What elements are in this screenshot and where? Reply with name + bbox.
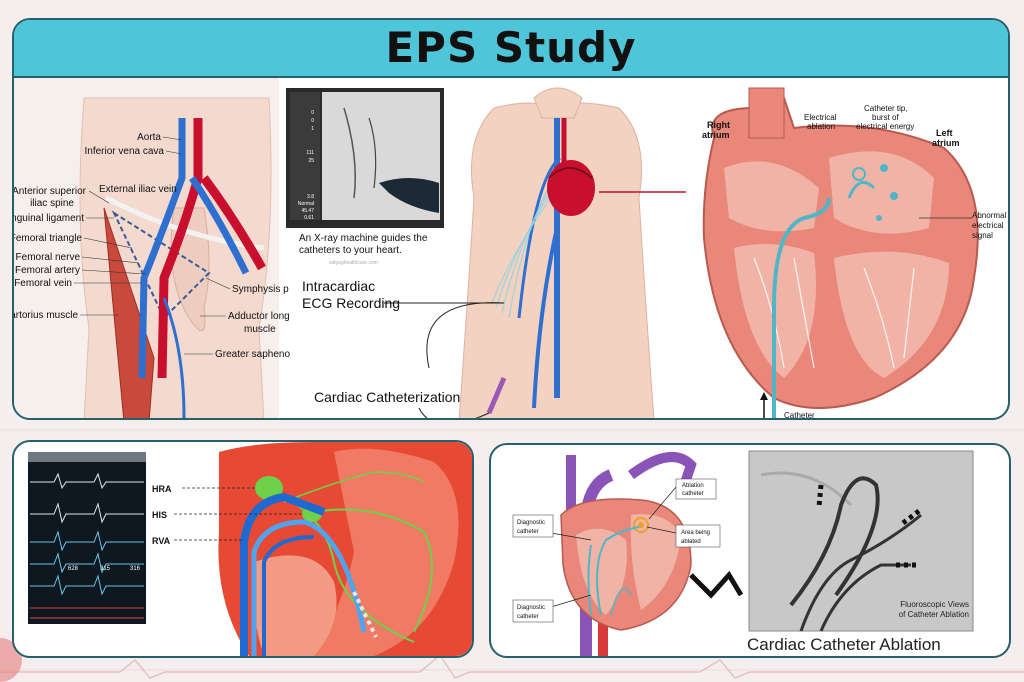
label-tip-1: Catheter tip, — [864, 104, 908, 113]
top-illustrations: Aorta Inferior vena cava External iliac … — [14, 78, 1006, 420]
label-abnormal-2: electrical — [972, 221, 1004, 230]
label-diagnostic-1a: Diagnostic — [517, 520, 545, 526]
svg-text:1: 1 — [311, 126, 314, 132]
svg-text:628: 628 — [68, 566, 79, 572]
label-area-ablated-1: Area being — [681, 530, 710, 536]
groin-label-adductor-1: Adductor long — [228, 311, 290, 322]
ecg-recording-label-1: Intracardiac — [302, 278, 375, 294]
groin-label-ext-iliac: External iliac vein — [99, 184, 177, 195]
groin-label-symphysis: Symphysis p — [232, 284, 289, 295]
groin-label-adductor-2: muscle — [244, 324, 276, 335]
svg-text:45.47: 45.47 — [301, 208, 314, 214]
conduction-heart — [218, 442, 472, 656]
ablation-heart — [560, 452, 697, 656]
svg-text:25: 25 — [308, 158, 314, 164]
ecg-recording-label-2: ECG Recording — [302, 295, 400, 311]
label-ablation-catheter-1: Ablation — [682, 483, 704, 489]
groin-label-sartorius: Sartorius muscle — [14, 310, 78, 321]
svg-text:316: 316 — [130, 566, 141, 572]
eps-illustration: 628 315 316 HRA HIS RVA — [28, 442, 472, 656]
groin-label-saphenous: Greater sapheno — [215, 349, 290, 360]
groin-label-inguinal: Inguinal ligament — [14, 213, 84, 224]
xray-caption-1: An X-ray machine guides the — [299, 233, 428, 244]
page-title: EPS Study — [385, 23, 637, 72]
heart-detail: Right atrium Electrical ablation Cathete… — [702, 87, 1006, 420]
label-diagnostic-2a: Diagnostic — [517, 605, 545, 611]
svg-text:0: 0 — [311, 118, 314, 124]
hand-silhouette — [379, 178, 439, 213]
groin-label-ant-sup-2: iliac spine — [30, 198, 74, 209]
zigzag-connector — [689, 570, 744, 599]
groin-label-fem-nerve: Femoral nerve — [16, 252, 81, 263]
label-abnormal-1: Abnormal — [972, 211, 1006, 220]
eps-panel: 628 315 316 HRA HIS RVA — [12, 440, 474, 658]
label-tip-2: burst of — [872, 113, 899, 122]
label-area-ablated-2: ablated — [681, 539, 701, 545]
label-abnormal-3: signal — [972, 231, 993, 240]
label-left-atrium-2: atrium — [932, 138, 960, 148]
ablation-caption: Cardiac Catheter Ablation — [747, 635, 941, 654]
fluoro-caption-2: of Catheter Ablation — [899, 610, 969, 619]
label-electrical-2: ablation — [807, 122, 835, 131]
label-hra: HRA — [152, 484, 172, 494]
groin-label-ivc: Inferior vena cava — [85, 146, 165, 157]
groin-label-fem-triangle: Femoral triangle — [14, 233, 82, 244]
ablation-target — [633, 517, 649, 533]
label-right-atrium-2: atrium — [702, 130, 730, 140]
xray-watermark: satyughealthcare.com — [329, 260, 378, 266]
svg-text:0: 0 — [311, 110, 314, 116]
svg-text:Normal: Normal — [298, 201, 314, 207]
xray-caption-2: catheters to your heart. — [299, 245, 402, 256]
body-heart — [547, 160, 595, 216]
body-diagram: Intracardiac ECG Recording Cardiac Cathe… — [302, 87, 686, 418]
label-left-atrium-1: Left — [936, 128, 953, 138]
label-electrical-1: Electrical — [804, 113, 837, 122]
label-diagnostic-2b: catheter — [517, 614, 539, 620]
label-rva: RVA — [152, 536, 171, 546]
svg-text:3.8: 3.8 — [307, 194, 314, 200]
label-diagnostic-1b: catheter — [517, 529, 539, 535]
catheter-sheath — [486, 377, 507, 414]
heart-catheter — [772, 197, 831, 418]
fluoro-caption-1: Fluoroscopic Views — [900, 600, 969, 609]
groin-label-aorta: Aorta — [137, 132, 161, 143]
svg-text:111: 111 — [306, 150, 314, 156]
catheterization-label: Cardiac Catheterization — [314, 389, 460, 405]
xray-monitor: 0 0 1 111 25 3.8 Normal 45.47 0.61 An X-… — [286, 88, 444, 268]
groin-label-fem-vein: Femoral vein — [14, 278, 72, 289]
monitor-readout-panel — [290, 92, 320, 220]
label-tip-3: electrical energy — [856, 122, 914, 131]
groin-label-fem-artery: Femoral artery — [15, 265, 80, 276]
ablation-panel: Ablation catheter Diagnostic catheter Ar… — [489, 443, 1011, 658]
header-bar: EPS Study — [14, 20, 1008, 78]
top-panel: EPS Study Aorta Inferior vena cava Exter… — [12, 18, 1010, 420]
ep-monitor: 628 315 316 — [28, 452, 146, 624]
label-ablation-catheter-2: catheter — [682, 491, 704, 497]
label-catheter: Catheter — [784, 411, 815, 420]
groin-anatomy: Aorta Inferior vena cava External iliac … — [14, 78, 290, 418]
ablation-illustration: Ablation catheter Diagnostic catheter Ar… — [512, 450, 974, 656]
label-right-atrium-1: Right — [707, 120, 730, 130]
fluoroscopic-view: Fluoroscopic Views of Catheter Ablation — [748, 450, 974, 632]
groin-label-ant-sup-1: Anterior superior — [14, 186, 87, 197]
svg-text:315: 315 — [100, 566, 111, 572]
svg-text:0.61: 0.61 — [304, 215, 314, 221]
label-his: HIS — [152, 510, 167, 520]
sa-node — [255, 476, 283, 500]
